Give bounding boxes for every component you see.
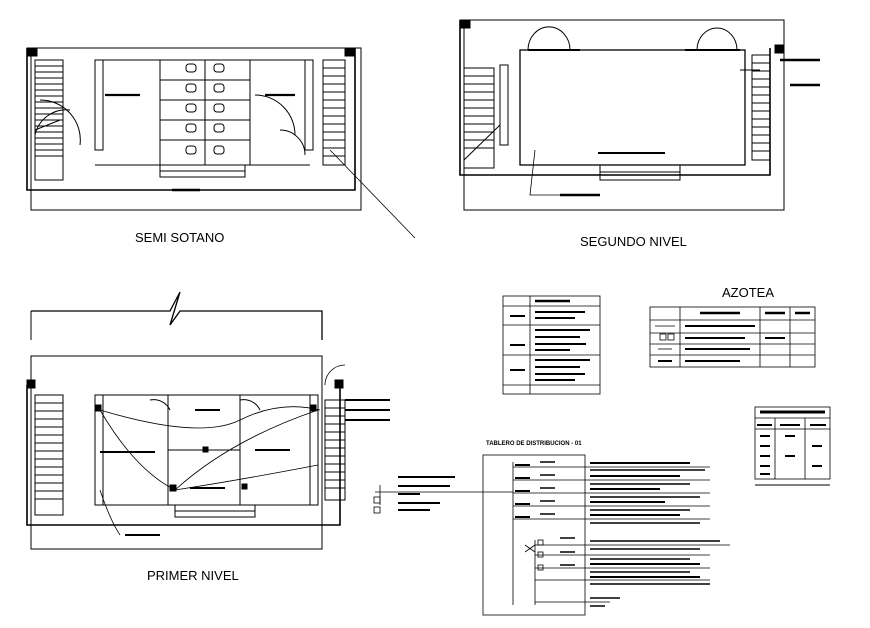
break-line [31, 291, 323, 340]
primer-nivel-stair-right [324, 399, 346, 501]
semi-sotano-floor-plan [26, 47, 416, 239]
semi-sotano-stair-left [34, 59, 81, 181]
primer-nivel-label: PRIMER NIVEL [147, 568, 239, 583]
primer-nivel-outer-frame [30, 355, 323, 550]
segundo-nivel-label: SEGUNDO NIVEL [580, 234, 687, 249]
dome [527, 26, 571, 51]
primer-nivel-floor-plan [26, 291, 390, 550]
primer-nivel-stair [34, 394, 64, 516]
tablero-title: TABLERO DE DISTRIBUCION - 01 [486, 441, 582, 447]
leader-line [329, 149, 416, 239]
corner-column [344, 47, 356, 57]
corner-column [26, 47, 38, 57]
toilet-stalls [160, 60, 250, 165]
dome [696, 27, 738, 51]
semi-sotano-stair-right [322, 59, 346, 166]
legend-table-1 [502, 295, 601, 395]
branch-circuits [513, 461, 730, 607]
segundo-nivel-floor-plan [459, 19, 820, 211]
semi-sotano-outer-frame [30, 47, 362, 211]
semi-sotano-label: SEMI SOTANO [135, 230, 224, 245]
right-schedule-table [754, 406, 831, 486]
segundo-nivel-stair [463, 67, 501, 169]
azotea-legend-table [649, 306, 816, 368]
tablero-distribucion-diagram [373, 454, 730, 616]
segundo-nivel-stair-right [751, 54, 771, 161]
azotea-label: AZOTEA [722, 285, 774, 300]
